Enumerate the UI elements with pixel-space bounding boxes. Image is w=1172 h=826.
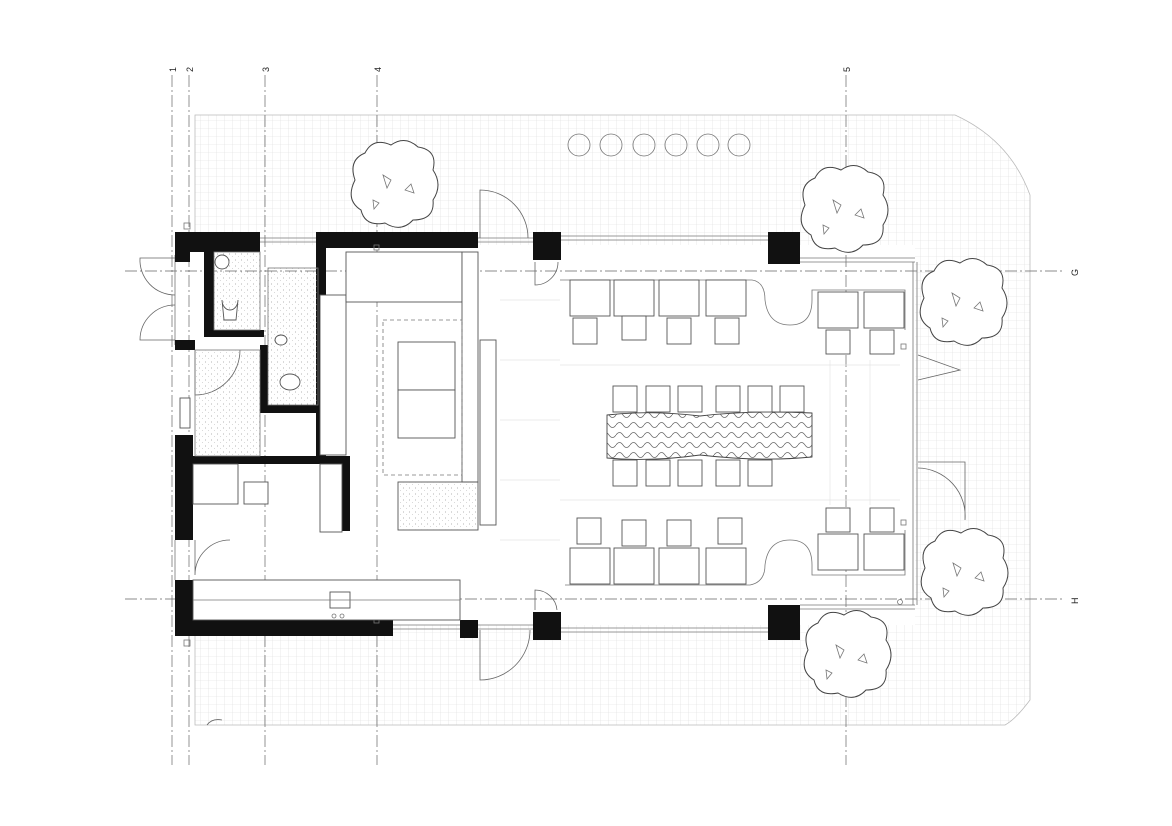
axis-labels: 1 2 3 4 5 G H (168, 67, 1080, 604)
tree-symbol (803, 610, 892, 698)
axis-label-1: 1 (168, 67, 178, 72)
tree-symbol (800, 165, 889, 253)
axis-label-5: 5 (842, 67, 852, 72)
axis-label-g: G (1070, 269, 1080, 276)
interior-floor-joints (500, 299, 900, 541)
bar-counter (319, 251, 497, 531)
axis-label-h: H (1070, 598, 1080, 605)
round-planters (567, 133, 751, 157)
tree-symbol (920, 528, 1009, 616)
restroom-fixtures (179, 251, 319, 457)
fixture-marker (897, 599, 903, 605)
tree-symbol (919, 258, 1008, 346)
kitchen-equipment (192, 463, 461, 621)
axis-label-3: 3 (261, 67, 271, 72)
communal-table (606, 411, 813, 460)
axis-label-2: 2 (185, 67, 195, 72)
tree-symbol (350, 140, 439, 228)
glazing (174, 235, 918, 633)
axis-label-4: 4 (373, 67, 383, 72)
dining-furniture (560, 279, 906, 586)
trees (350, 140, 1009, 698)
